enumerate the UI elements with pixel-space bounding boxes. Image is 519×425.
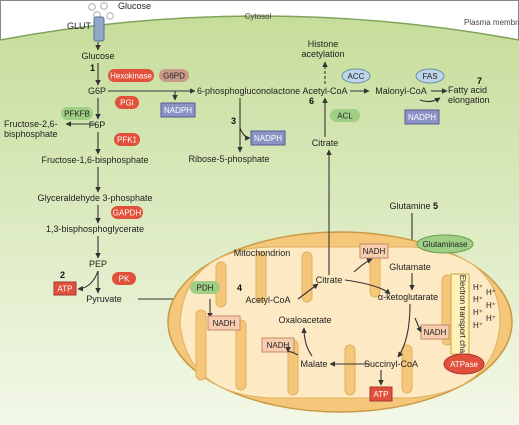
step-6-number: 6: [309, 96, 314, 106]
glycolysis-arrows: [65, 42, 239, 302]
svg-text:H⁺: H⁺: [473, 308, 483, 317]
pfk1-label: PFK1: [117, 136, 138, 145]
gapdh-enzyme: [111, 206, 143, 219]
f6p-label: F6P: [89, 120, 106, 130]
atp-tca-label: ATP: [374, 390, 389, 399]
histone-label-line2: acetylation: [301, 49, 344, 59]
hexokinase-enzyme: [108, 69, 154, 82]
atp-tca-box: [369, 386, 393, 402]
glutamine-label: Glutamine: [389, 201, 430, 211]
bpg-label: 1,3-bisphosphoglycerate: [46, 224, 144, 234]
pfkfb-label: PFKFB: [64, 110, 90, 119]
gapdh-label: GAPDH: [113, 209, 142, 218]
step-3-number: 3: [231, 116, 236, 126]
nadh-pdh-box: [207, 315, 241, 331]
pgi-enzyme: [115, 96, 139, 109]
atpase-enzyme: [443, 353, 485, 375]
f26bp-label-line1: Fructose-2,6-: [4, 119, 58, 129]
fatty-acid-label-line2: elongation: [448, 95, 490, 105]
nadph-r5p-box: [250, 130, 286, 146]
fatty-acid-label-line1: Fatty acid: [448, 85, 487, 95]
pgi-label: PGI: [120, 99, 134, 108]
glutaminase-enzyme: [416, 234, 474, 254]
nadh-cit-label: NADH: [363, 247, 386, 256]
plasma-membrane: [0, 15, 519, 41]
cytosol-label: Cytosol: [245, 12, 272, 21]
acc-label: ACC: [348, 72, 365, 81]
nadh-mal-label: NADH: [267, 341, 290, 350]
malonyl-coa-label: Malonyl-CoA: [375, 86, 427, 96]
atp-glycolysis-label: ATP: [58, 285, 73, 294]
step-1-number: 1: [90, 63, 95, 73]
akg-label: α-ketoglutarate: [378, 292, 438, 302]
tca-arrows: [285, 258, 422, 386]
pfk1-enzyme: [114, 133, 140, 146]
pdh-label: PDH: [197, 284, 214, 293]
g6pd-enzyme: [159, 69, 189, 82]
nadph-fas-label: NADPH: [408, 113, 436, 122]
atp-glycolysis-box: [53, 281, 77, 296]
etc-label: Electron transport chain: [458, 275, 467, 360]
nadh-akg-label: NADH: [424, 328, 447, 337]
f26bp-label-line2: bisphosphate: [4, 129, 58, 139]
glut-label: GLUT: [67, 21, 92, 31]
fas-nadph-arrow: [419, 97, 441, 103]
pk-enzyme: [112, 272, 136, 285]
oxaloacetate-label: Oxaloacetate: [278, 315, 331, 325]
nadph-ppp-box: [160, 102, 196, 118]
nadh-pdh-label: NADH: [213, 319, 236, 328]
hexokinase-label: Hexokinase: [110, 72, 152, 81]
r5p-label: Ribose-5-phosphate: [188, 154, 269, 164]
pgl-label: 6-phosphogluconolactone: [197, 86, 300, 96]
proton-labels: H⁺ H⁺ H⁺ H⁺ H⁺ H⁺ H⁺: [473, 283, 496, 330]
svg-text:H⁺: H⁺: [473, 321, 483, 330]
malate-label: Malate: [300, 359, 327, 369]
glucose-label: Glucose: [81, 51, 114, 61]
acl-enzyme: [330, 109, 360, 122]
glutamate-label: Glutamate: [389, 262, 431, 272]
mitochondrion-label: Mitochondrion: [234, 248, 291, 258]
atpase-label: ATPase: [450, 360, 478, 369]
glutaminase-label: Glutaminase: [423, 240, 468, 249]
citrate-mito-label: Citrate: [316, 275, 343, 285]
nadph-r5p-label: NADPH: [254, 134, 282, 143]
pyruvate-label: Pyruvate: [86, 294, 122, 304]
step-2-number: 2: [60, 270, 65, 280]
step-7-number: 7: [477, 76, 482, 86]
plasma-membrane-label: Plasma membrane: [464, 18, 519, 27]
svg-text:H⁺: H⁺: [486, 288, 496, 297]
svg-text:H⁺: H⁺: [486, 314, 496, 323]
succinyl-coa-label: Succinyl-CoA: [364, 359, 418, 369]
step-5-number: 5: [433, 201, 438, 211]
pk-label: PK: [119, 275, 130, 284]
fas-label: FAS: [422, 72, 437, 81]
pdh-enzyme: [190, 281, 220, 294]
nadph-ppp-label: NADPH: [164, 106, 192, 115]
histone-label-line1: Histone: [308, 39, 339, 49]
svg-text:H⁺: H⁺: [486, 301, 496, 310]
svg-text:H⁺: H⁺: [473, 283, 483, 292]
step-4-number: 4: [237, 283, 242, 293]
g6pd-label: G6PD: [163, 72, 185, 81]
acetyl-coa-mito-label: Acetyl-CoA: [245, 295, 290, 305]
pfkfb-enzyme: [61, 107, 93, 120]
acc-enzyme: [341, 68, 371, 84]
glut-transporter: [93, 16, 105, 42]
g6p-label: G6P: [88, 86, 106, 96]
glucose-outside-label: Glucose: [118, 1, 151, 11]
citrate-cyto-label: Citrate: [312, 138, 339, 148]
svg-text:H⁺: H⁺: [473, 295, 483, 304]
glucose-molecules: [88, 2, 114, 20]
nadh-cit-box: [359, 243, 389, 259]
nadph-fas-box: [404, 109, 440, 125]
acl-label: ACL: [337, 112, 353, 121]
g3p-label: Glyceraldehyde 3-phosphate: [37, 193, 152, 203]
pep-label: PEP: [89, 259, 107, 269]
acetyl-coa-cyto-label: Acetyl-CoA: [302, 86, 347, 96]
fas-enzyme: [415, 68, 445, 84]
f16bp-label: Fructose-1,6-bisphosphate: [41, 155, 148, 165]
